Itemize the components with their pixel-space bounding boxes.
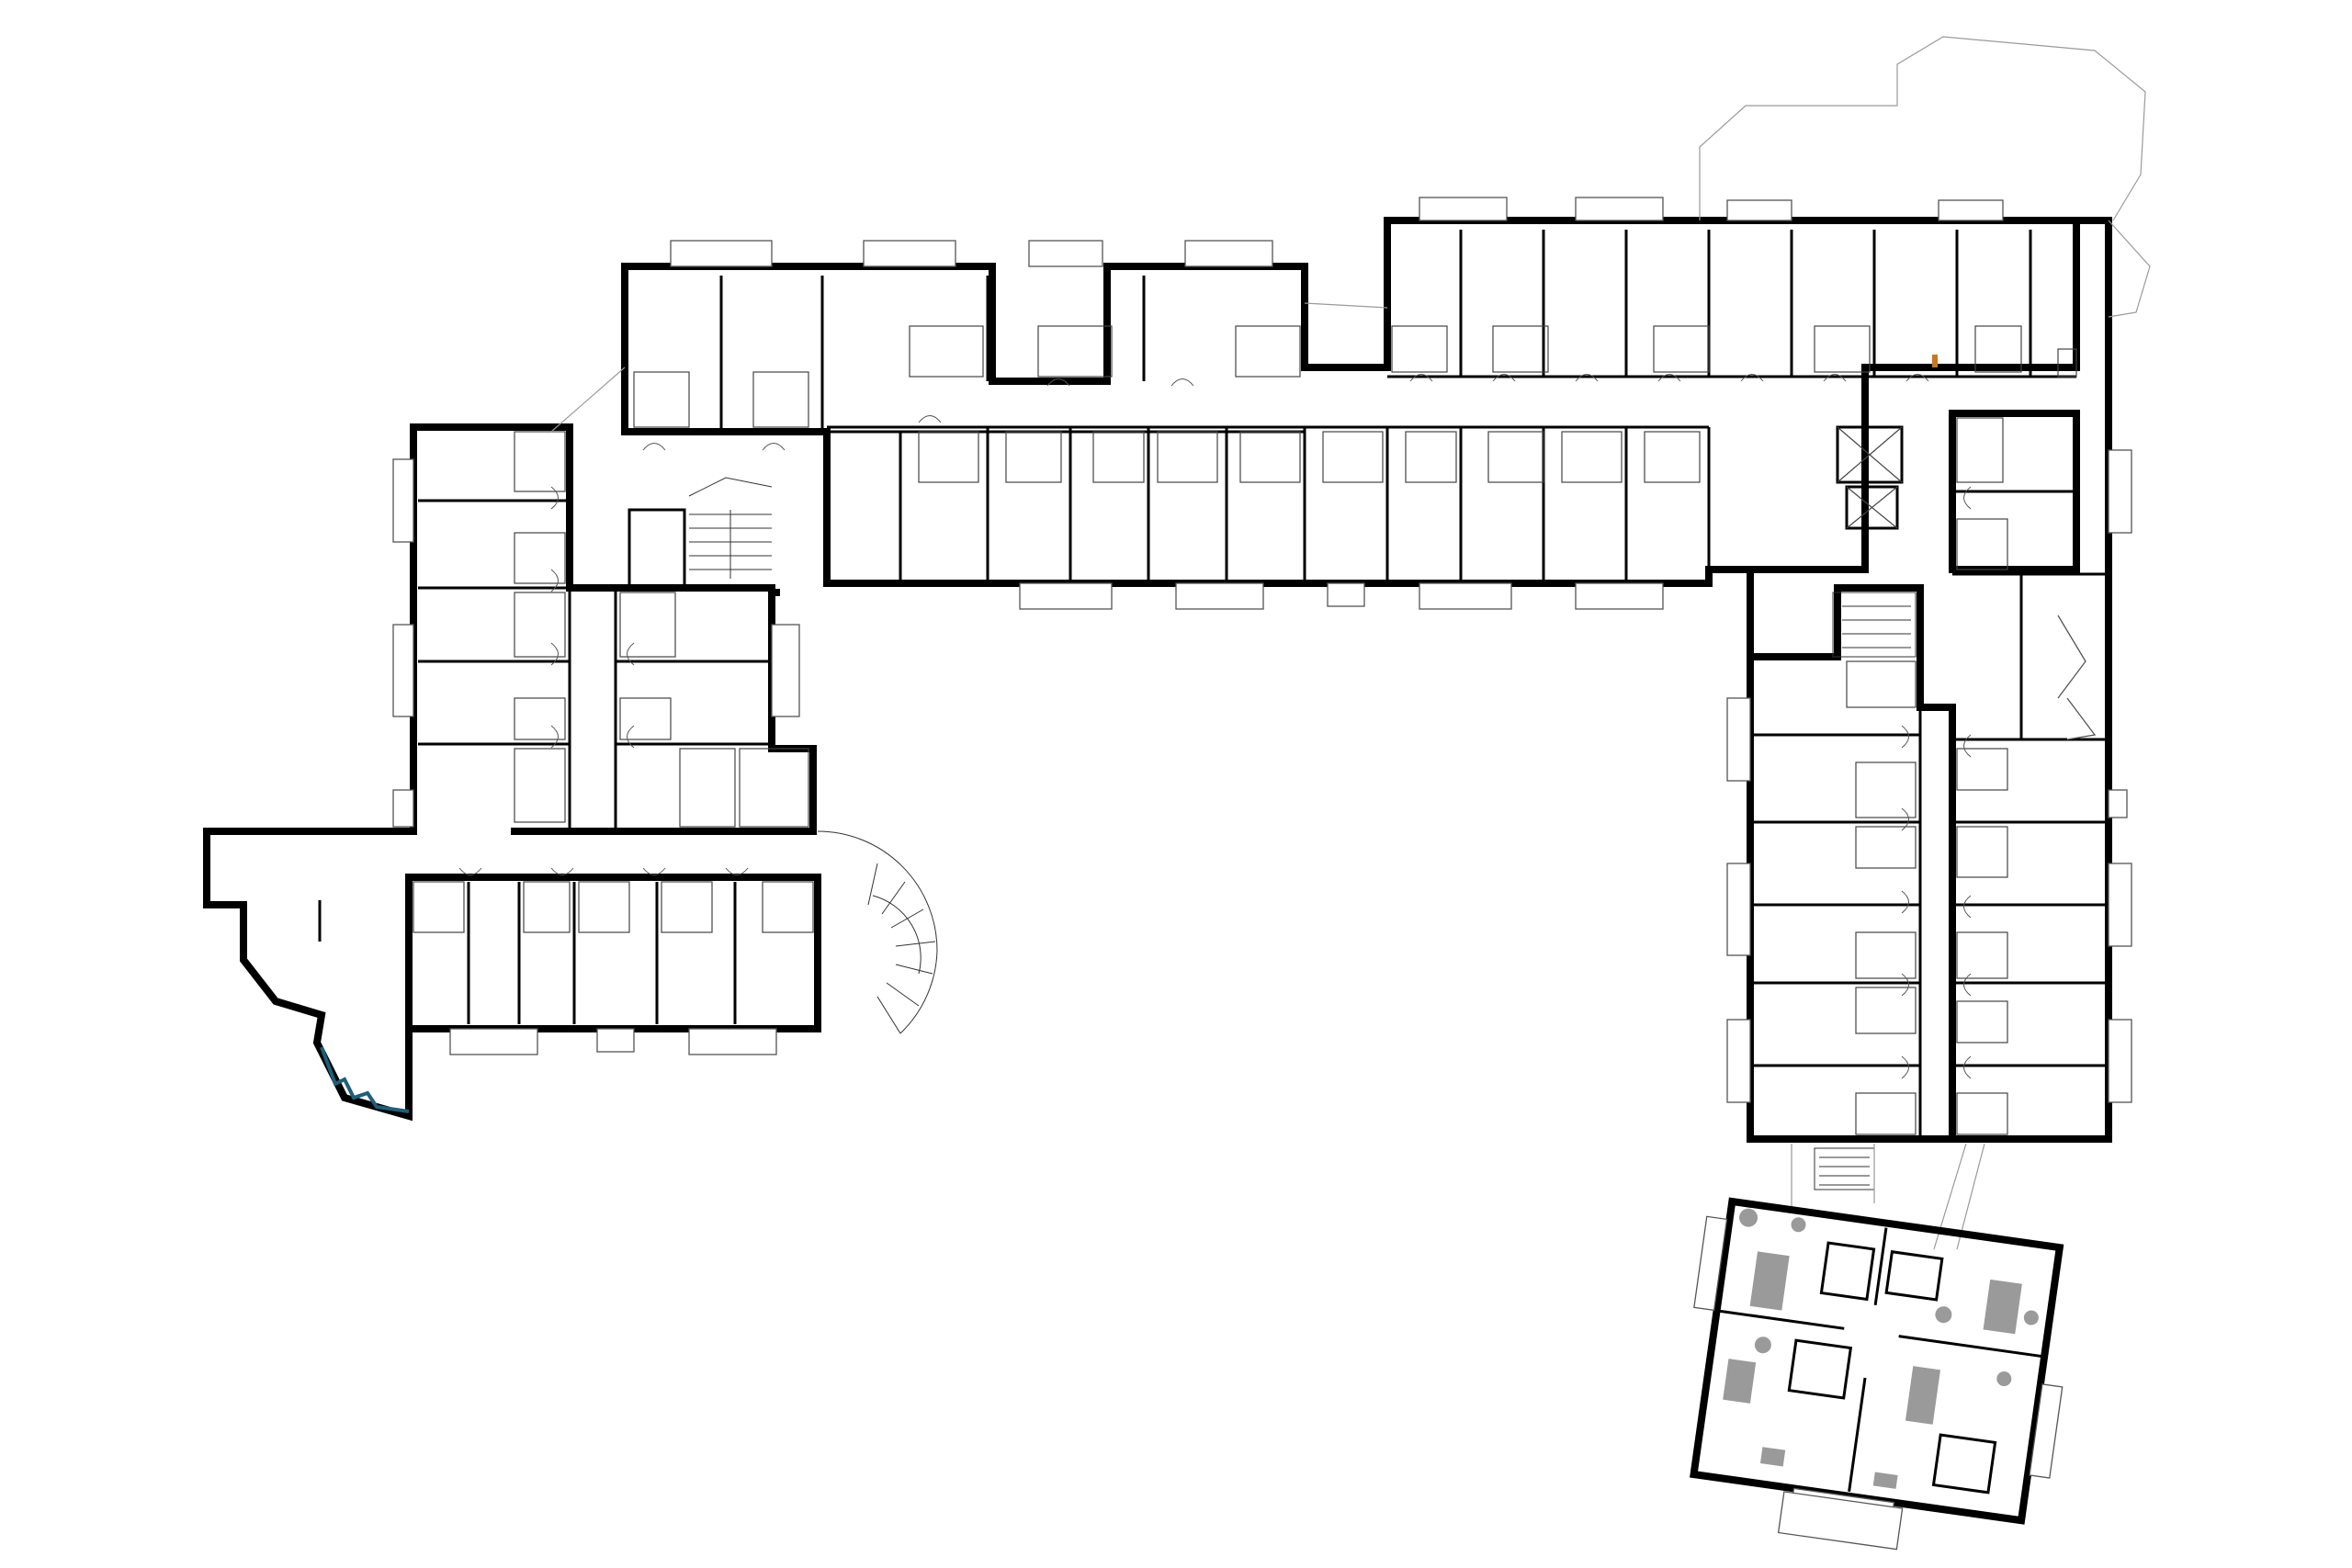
stair-core-west	[628, 477, 773, 590]
east-balconies	[1726, 449, 2132, 1103]
north-rooms-row	[625, 230, 2076, 434]
west-rooms	[418, 432, 772, 831]
pavilion-bathrooms	[1787, 1241, 1997, 1495]
west-south-rooms	[467, 882, 737, 1024]
west-wing	[203, 423, 938, 1122]
marker	[1932, 355, 1938, 367]
east-wing	[550, 36, 2151, 1250]
pavilion-furniture	[1723, 1208, 2039, 1489]
west-south-bathrooms	[413, 881, 814, 933]
east-west-rooms	[1750, 707, 1922, 1139]
stair-east	[1832, 592, 1917, 658]
west-bathrooms	[514, 431, 809, 828]
inner-rooms-row	[827, 425, 1711, 583]
entry-path	[320, 1046, 410, 1113]
terrace-outline	[1699, 36, 2146, 221]
door-swings	[458, 374, 1972, 1079]
stair-south	[1814, 1147, 1875, 1190]
west-balconies	[392, 458, 800, 1055]
north-balconies	[670, 197, 2004, 610]
north-wing	[621, 197, 2080, 610]
east-east-rooms	[1952, 490, 2109, 1067]
east-west-bathrooms	[1846, 660, 1917, 1135]
spiral-stair	[817, 830, 938, 1034]
pavilion-balconies	[1693, 1215, 2064, 1551]
north-bathrooms	[633, 325, 2077, 428]
inner-bathrooms	[918, 431, 1701, 483]
east-wing-outer-wall	[1705, 566, 1956, 1143]
south-pavilion	[1690, 1197, 2064, 1551]
east-east-bathrooms	[1956, 417, 2008, 1135]
west-wing-outer-wall	[203, 423, 821, 1122]
elevator-core	[1836, 425, 1904, 530]
